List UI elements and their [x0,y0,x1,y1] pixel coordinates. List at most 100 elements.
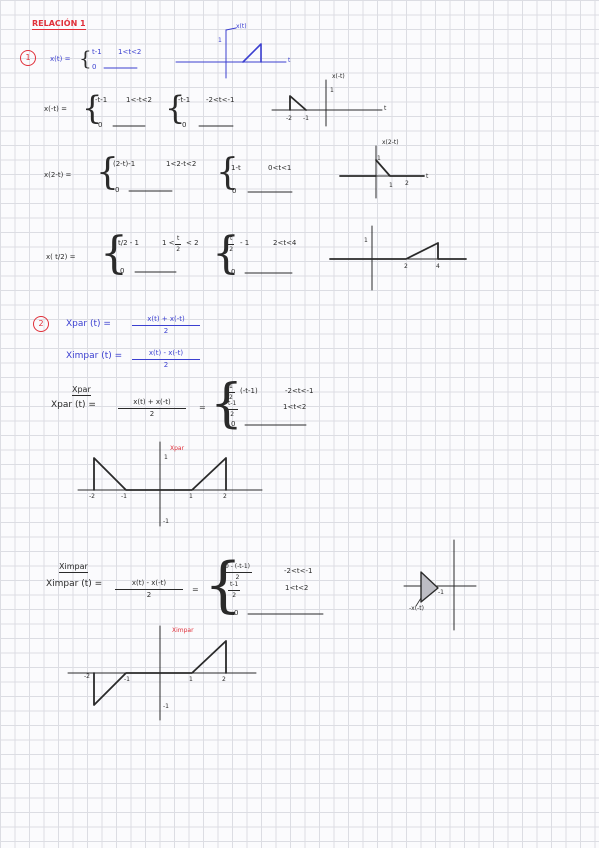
xhalf-case3-fraction: t 2 [228,236,235,253]
xpar-def-fraction: x(t) + x(-t) 2 [132,316,200,335]
fraction-numerator: t-1 [226,401,239,410]
ximpar-def-fraction: x(t) - x(-t) 2 [132,350,200,369]
x2t-case3-expr: 1-t [231,164,241,172]
side-sketch-x: -1 [438,589,444,596]
graph2-x-neg [271,79,383,127]
graph-impar-x2: 2 [222,676,226,683]
fraction-denominator: 2 [163,361,169,369]
fraction-numerator: 0 - (-t-1) [223,564,252,573]
impar-case2-cond: 1<t<2 [285,584,309,592]
ximpar-def-lhs: Ximpar (t) = [66,351,123,361]
graph-impar-xm2: -2 [84,673,90,680]
graph1-axis-t: t [288,57,291,64]
graph-par-xm1: -1 [121,493,127,500]
exercise-number-2: 2 [33,316,49,332]
graph3-x-2-t [339,145,425,199]
fraction-denominator: 2 [232,592,237,599]
graph2-xm1: -1 [303,115,309,122]
fraction-numerator: x(t) - x(-t) [115,580,183,590]
graph4-x-half [329,225,467,291]
fraction-numerator: t-1 [228,582,241,591]
x2t-case1-expr: (2-t)-1 [113,160,136,168]
graph-impar-ym1: -1 [163,703,169,710]
fraction-numerator: x(t) - x(-t) [132,350,200,360]
fraction-numerator: 1 [227,384,235,393]
brace: { [79,46,92,70]
graph4-x4: 4 [436,263,440,270]
x-case1-cond: 1<t<2 [118,48,142,56]
xhalf-case1-cond-a: 1 < [162,239,175,247]
fraction-numerator: t [228,236,235,245]
xneg-case4-expr: 0 [182,121,187,129]
fraction-denominator: 2 [229,246,234,253]
fraction-numerator: t [175,236,182,245]
impar-case1-cond: -2<t<-1 [284,567,313,575]
graph3-label: x(2-t) [382,139,399,146]
graph-xpar [77,441,263,527]
xneg-definition-label: x(-t) = [44,105,67,113]
xneg-case3-expr: -t-1 [178,96,191,104]
fraction-denominator: 2 [235,574,240,581]
par-case1-tail: (-t-1) [240,387,258,395]
xhalf-definition-label: x( t/2) = [46,253,76,261]
graph-par-xm2: -2 [89,493,95,500]
graph3-y1: 1 [377,155,381,162]
graph-par-x1: 1 [189,493,193,500]
graph-impar-x1: 1 [189,676,193,683]
fraction-denominator: 2 [146,591,152,599]
par-case2-cond: 1<t<2 [283,403,307,411]
graph-impar-label: Ximpar [172,627,194,634]
graph-par-label: Xpar [170,445,185,452]
x2t-case1-cond: 1<2-t<2 [166,160,197,168]
x-definition-label: x(t) = [50,55,71,63]
graph1-x [175,27,287,79]
graph1-label: x(t) [236,23,247,30]
x2t-case4-expr: 0 [232,187,237,195]
brace: { [204,550,243,620]
par-equals: = [199,403,206,412]
xneg-case1-cond: 1<-t<2 [126,96,152,104]
brace: { [165,89,186,127]
xneg-case1-expr: -t-1 [95,96,108,104]
brace: { [216,152,239,193]
par-lhs: Xpar (t) = [51,400,96,410]
fraction-denominator: 2 [230,411,235,418]
graph2-label: x(-t) [332,73,345,80]
fraction-numerator: x(t) + x(-t) [118,399,186,409]
graph4-x2: 2 [404,263,408,270]
impar-lhs: Ximpar (t) = [46,579,103,589]
fraction-denominator: 2 [149,410,155,418]
graph2-axis-t: t [384,105,387,112]
graph3-x2: 2 [405,180,409,187]
fraction-denominator: 2 [163,327,169,335]
graph-par-ym1: -1 [163,518,169,525]
xhalf-case4-expr: 0 [231,268,236,276]
brace: { [210,374,244,434]
graph-impar-xm1: -1 [124,676,130,683]
fraction-numerator: x(t) + x(-t) [132,316,200,326]
page-title: RELACIÓN 1 [32,19,86,30]
impar-case2-fraction: t-1 2 [228,582,241,599]
side-sketch-label: -x(-t) [409,605,424,612]
brace: { [82,89,103,127]
xhalf-case3-cond: 2<t<4 [273,239,297,247]
section-heading-ximpar: Ximpar [59,562,88,573]
side-sketch-ximpar [403,539,477,631]
section-heading-xpar: Xpar [72,385,91,396]
xneg-case2-expr: 0 [98,121,103,129]
graph1-y1: 1 [218,37,222,44]
fraction-denominator: 2 [176,246,181,253]
brace: { [100,228,128,279]
x2t-case2-expr: 0 [115,186,120,194]
xhalf-case1-expr: t/2 - 1 [118,239,139,247]
impar-case1-fraction: 0 - (-t-1) 2 [223,564,252,581]
graph2-y1: 1 [330,87,334,94]
impar-case3-expr: 0 [234,609,239,617]
graph-par-x2: 2 [223,493,227,500]
impar-equals: = [192,585,199,594]
graph2-xm2: -2 [286,115,292,122]
graph-par-y1: 1 [164,454,168,461]
x-case1-expr: t-1 [92,48,102,56]
graph3-x1: 1 [389,182,393,189]
